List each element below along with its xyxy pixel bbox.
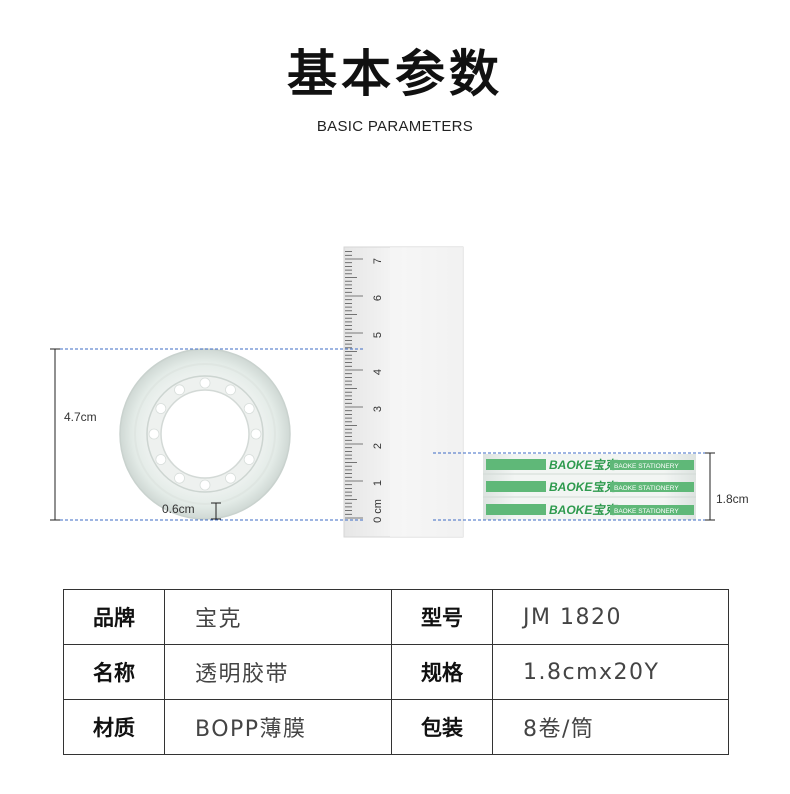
svg-text:BAOKE STATIONERY: BAOKE STATIONERY — [614, 508, 679, 515]
diameter-dimension — [50, 348, 365, 521]
svg-text:BAOKE STATIONERY: BAOKE STATIONERY — [614, 485, 679, 492]
diameter-label: 4.7cm — [64, 410, 97, 424]
spec-value-package: 8卷/筒 — [492, 699, 729, 755]
ruler-label-0: 0 cm — [372, 499, 384, 523]
spec-key-material: 材质 — [63, 699, 165, 755]
ruler: 7 6 5 4 3 2 1 0 cm — [343, 246, 464, 538]
spec-value-model: JM 1820 — [492, 589, 729, 645]
page-title: 基本参数 — [287, 45, 503, 103]
spec-table: 品牌 宝克 型号 JM 1820 名称 透明胶带 规格 1.8cmx20Y 材质… — [63, 589, 729, 755]
ruler-label-4: 4 — [372, 369, 384, 375]
spec-key-model: 型号 — [391, 589, 493, 645]
ruler-label-6: 6 — [372, 295, 384, 301]
width-label: 1.8cm — [716, 492, 749, 506]
svg-text:BAOKE宝克: BAOKE宝克 — [549, 503, 618, 517]
ruler-label-7: 7 — [372, 258, 384, 264]
spec-key-package: 包装 — [391, 699, 493, 755]
spec-value-size: 1.8cmx20Y — [492, 644, 729, 700]
svg-text:BAOKE宝克: BAOKE宝克 — [549, 480, 618, 494]
table-row: 品牌 宝克 型号 JM 1820 — [63, 589, 729, 645]
tape-roll-front — [119, 348, 291, 520]
table-row: 材质 BOPP薄膜 包装 8卷/筒 — [63, 699, 729, 755]
spec-key-name: 名称 — [63, 644, 165, 700]
width-dimension — [433, 452, 715, 521]
spec-key-size: 规格 — [391, 644, 493, 700]
ruler-label-2: 2 — [372, 443, 384, 449]
page-subtitle: BASIC PARAMETERS — [316, 118, 474, 135]
ruler-label-3: 3 — [372, 406, 384, 412]
table-row: 名称 透明胶带 规格 1.8cmx20Y — [63, 644, 729, 700]
spec-value-brand: 宝克 — [164, 589, 392, 645]
svg-text:BAOKE STATIONERY: BAOKE STATIONERY — [614, 463, 679, 470]
spec-value-name: 透明胶带 — [164, 644, 392, 700]
wall-thickness-label: 0.6cm — [162, 502, 195, 516]
svg-text:BAOKE宝克: BAOKE宝克 — [549, 458, 618, 472]
spec-value-material: BOPP薄膜 — [164, 699, 392, 755]
spec-key-brand: 品牌 — [63, 589, 165, 645]
ruler-label-1: 1 — [372, 480, 384, 486]
ruler-label-5: 5 — [372, 332, 384, 338]
